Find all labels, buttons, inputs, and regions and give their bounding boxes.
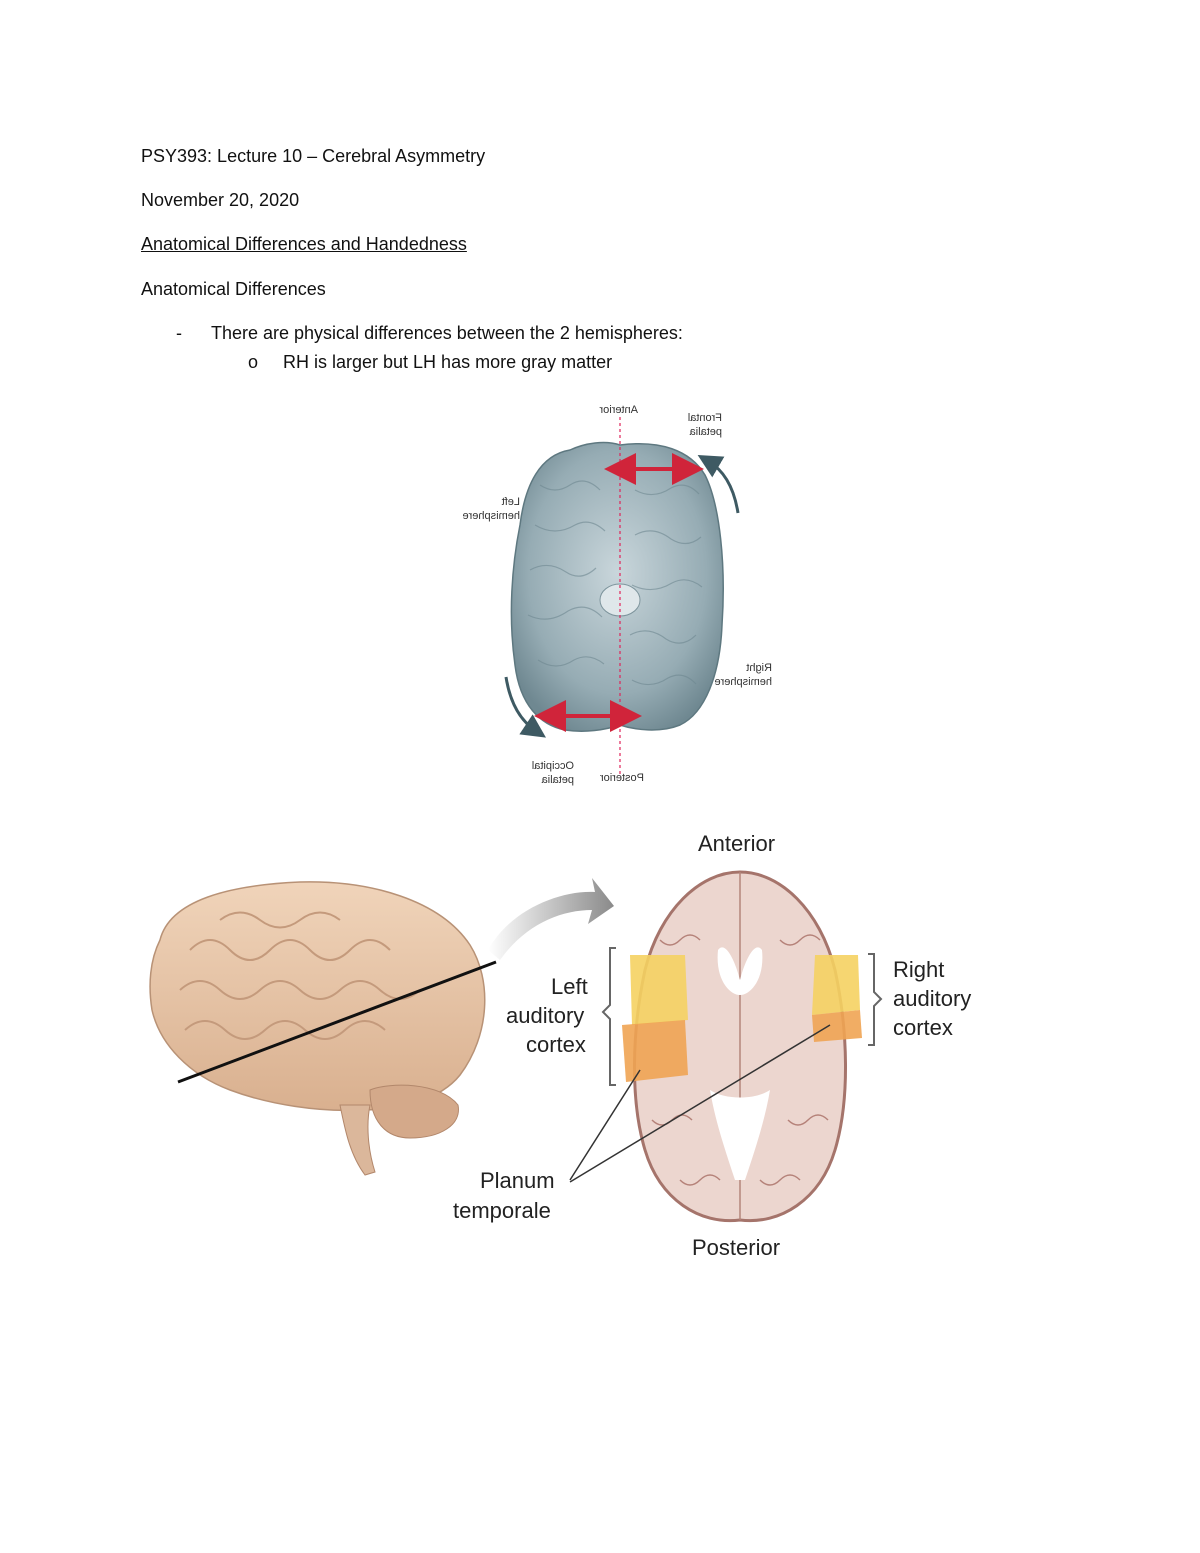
document-title: PSY393: Lecture 10 – Cerebral Asymmetry (141, 146, 486, 166)
section-folds (651, 934, 829, 1186)
label-left-auditory-1: Left (551, 974, 588, 999)
label-posterior: Posterior (600, 772, 644, 784)
lateral-brain (149, 881, 486, 1112)
left-bracket (601, 947, 616, 1086)
label-right-2: hemisphere (715, 676, 772, 688)
label-anterior: Anterior (599, 404, 638, 416)
label-posterior: Posterior (692, 1235, 780, 1260)
subheading: Anatomical Differences (141, 279, 326, 299)
label-frontal-1: Frontal (688, 412, 722, 424)
cerebellum (369, 1084, 459, 1139)
label-right-auditory-3: cortex (893, 1015, 953, 1040)
right-bracket (868, 953, 883, 1046)
label-occipital-2: petalia (541, 774, 574, 786)
label-left-auditory-3: cortex (526, 1032, 586, 1057)
torque-arrow-top (697, 454, 740, 514)
label-left-1: Left (502, 496, 520, 508)
bullet-text: There are physical differences between t… (211, 323, 683, 343)
label-planum-2: temporale (453, 1198, 551, 1223)
label-right-auditory-1: Right (893, 957, 944, 982)
left-planum-region (622, 1020, 688, 1082)
planum-pointer-right (569, 1024, 831, 1183)
label-left-2: hemisphere (463, 510, 520, 522)
planum-pointer-left (569, 1069, 641, 1181)
swoosh-arrow (488, 878, 614, 960)
subbullet-item: o RH is larger but LH has more gray matt… (248, 351, 612, 373)
right-auditory-region (812, 955, 860, 1015)
section-plane-line (177, 960, 497, 1084)
label-frontal-2: petalia (689, 426, 722, 438)
label-occipital-1: Occipital (532, 760, 574, 772)
ventricle-front (717, 947, 763, 995)
subbullet-marker: o (248, 352, 259, 372)
right-planum-region (812, 1010, 862, 1042)
subbullet-text: RH is larger but LH has more gray matter (283, 352, 613, 372)
section-heading: Anatomical Differences and Handedness (141, 234, 467, 254)
brain-stem-lateral (339, 1104, 376, 1176)
label-right-1: Right (746, 662, 772, 674)
figure-ventral-brain: Anterior Frontal petalia Left hemisphere… (463, 404, 772, 786)
left-auditory-region (630, 955, 688, 1025)
label-right-auditory-2: auditory (893, 986, 971, 1011)
label-left-auditory-2: auditory (506, 1003, 584, 1028)
torque-arrow-bottom (504, 676, 546, 738)
ventricle-back (710, 1090, 770, 1180)
figure-auditory-cortex: Anterior Posterior Left auditory cortex … (149, 831, 971, 1260)
label-planum-1: Planum (480, 1168, 555, 1193)
bullet-item: - There are physical differences between… (176, 322, 683, 344)
gyri-texture (527, 480, 703, 686)
label-anterior: Anterior (698, 831, 775, 856)
document-date: November 20, 2020 (141, 190, 300, 210)
lateral-gyri (179, 911, 421, 1040)
bullet-marker: - (176, 323, 182, 343)
